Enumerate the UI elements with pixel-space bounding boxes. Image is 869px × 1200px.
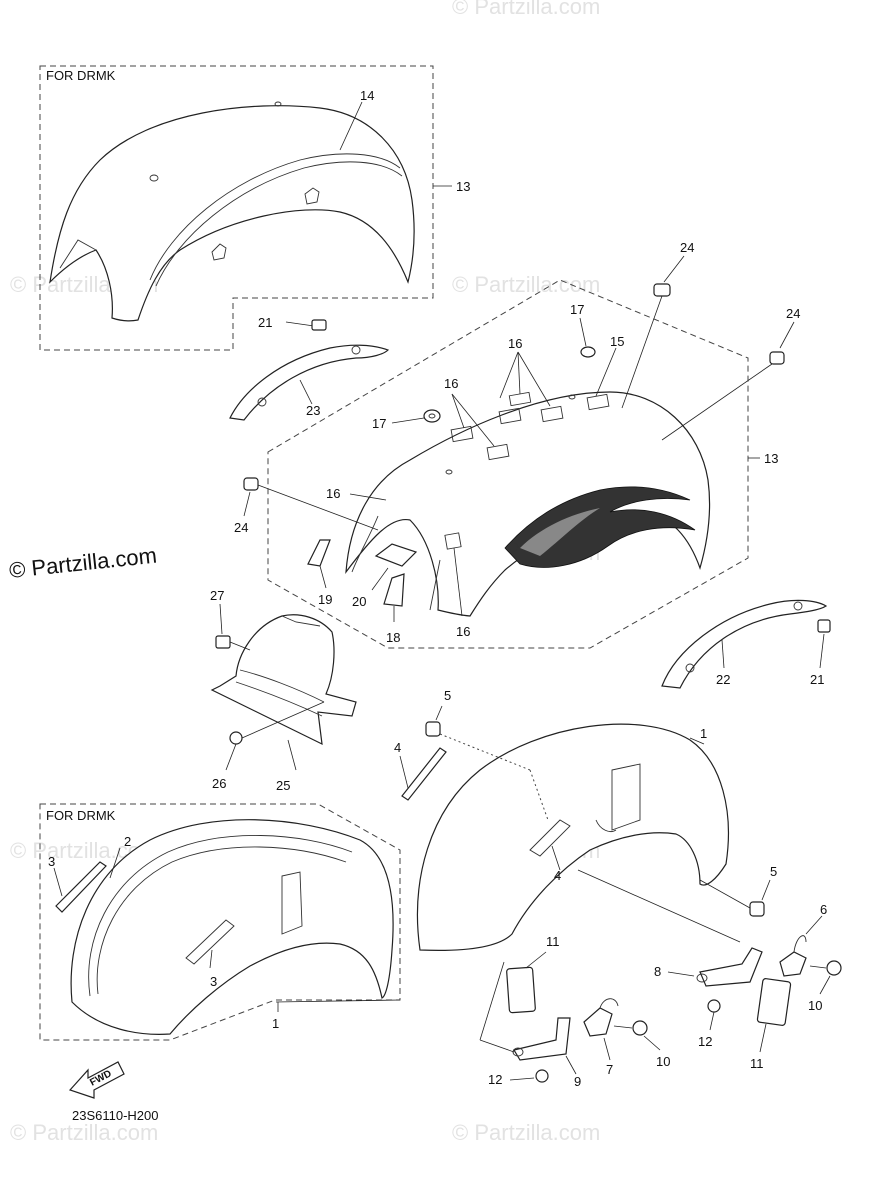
callout-19: 19 (318, 592, 332, 607)
front-fender-variant (70, 819, 394, 1035)
nut-10-left (613, 1020, 648, 1036)
callout-4-upper: 4 (394, 740, 401, 755)
callout-16-middle: 16 (444, 376, 458, 391)
callout-22: 22 (716, 672, 730, 687)
pad-20 (374, 543, 418, 567)
callout-8: 8 (654, 964, 661, 979)
callout-12-right: 12 (698, 1034, 712, 1049)
callout-17-left: 17 (372, 416, 386, 431)
watermark-left-bottom: © Partzilla.com (10, 1120, 158, 1145)
callout-23: 23 (306, 403, 320, 418)
bolt-5-upper (425, 721, 441, 737)
top-box-title: FOR DRMK (46, 68, 116, 83)
callout-17-right: 17 (570, 302, 584, 317)
callout-6: 6 (820, 902, 827, 917)
pad-19 (307, 539, 331, 567)
callout-9: 9 (574, 1074, 581, 1089)
bracket-8 (696, 947, 763, 987)
inner-fender-25 (210, 614, 357, 746)
callout-15: 15 (610, 334, 624, 349)
callout-13-top: 13 (456, 179, 470, 194)
reflector-11-right (756, 978, 792, 1026)
front-fender-main (417, 723, 729, 951)
bolt-21-lower (817, 619, 831, 633)
callout-24-right: 24 (786, 306, 800, 321)
callout-16-upper: 16 (508, 336, 522, 351)
fender-rail-right (661, 599, 828, 689)
callout-11-right: 11 (750, 1056, 764, 1071)
callout-14: 14 (360, 88, 374, 103)
top-variant-box (39, 65, 434, 351)
callout-18: 18 (386, 630, 400, 645)
callout-4-lower: 4 (554, 868, 561, 883)
rear-fender-variant (49, 101, 415, 322)
fwd-arrow-badge: FWD (68, 1061, 125, 1099)
grommet-24-top (621, 283, 671, 409)
bolt-21-upper (285, 319, 327, 331)
callout-2: 2 (124, 834, 131, 849)
bottom-box-title: FOR DRMK (46, 808, 116, 823)
rear-fender-assembly-box (267, 279, 749, 649)
callout-7: 7 (606, 1062, 613, 1077)
washer-17-left (423, 409, 441, 423)
nut-12-left (535, 1069, 549, 1083)
callout-13-main: 13 (764, 451, 778, 466)
callout-3-lower: 3 (210, 974, 217, 989)
callout-3-upper: 3 (48, 854, 55, 869)
callout-5-upper: 5 (444, 688, 451, 703)
callout-24-top: 24 (680, 240, 694, 255)
diagram-code: 23S6110-H200 (72, 1108, 159, 1123)
reflector-11-left (506, 951, 547, 1014)
callout-24-left: 24 (234, 520, 248, 535)
clamp-7 (583, 998, 619, 1037)
nut-10-right (809, 960, 842, 976)
callout-1-main: 1 (700, 726, 707, 741)
bottom-variant-box (39, 803, 401, 1041)
callout-16-lower: 16 (456, 624, 470, 639)
clip-27 (215, 635, 251, 651)
callout-12-left: 12 (488, 1072, 502, 1087)
callout-16-left: 16 (326, 486, 340, 501)
fender-rail-left (229, 344, 390, 421)
callout-20: 20 (352, 594, 366, 609)
watermark-logo: © Partzilla.com (8, 543, 158, 583)
flame-graphic (504, 486, 696, 568)
callout-21-lower: 21 (810, 672, 824, 687)
callout-21-upper: 21 (258, 315, 272, 330)
grommet-24-left (243, 477, 379, 531)
washer-17-right (580, 346, 596, 358)
callout-27: 27 (210, 588, 224, 603)
nut-12-right (707, 999, 721, 1013)
rivet-26 (229, 701, 325, 745)
callout-5-lower: 5 (770, 864, 777, 879)
bracket-9 (512, 1017, 571, 1061)
callout-1-variant: 1 (272, 1016, 279, 1031)
clamp-6 (779, 935, 807, 977)
watermark-top: © Partzilla.com (452, 0, 600, 19)
grommet-24-right (661, 351, 785, 441)
bolt-5-lower (699, 879, 765, 917)
watermark-right-upper: © Partzilla.com (452, 272, 600, 297)
callout-26: 26 (212, 776, 226, 791)
watermark-right-bottom: © Partzilla.com (452, 1120, 600, 1145)
callout-25: 25 (276, 778, 290, 793)
rear-fender-main (345, 391, 711, 617)
pad-18 (383, 573, 405, 607)
reflector-3-detached (55, 861, 107, 913)
callout-10-left: 10 (656, 1054, 670, 1069)
reflector-4-detached (401, 747, 447, 801)
callout-10-right: 10 (808, 998, 822, 1013)
callout-11-left: 11 (546, 934, 560, 949)
